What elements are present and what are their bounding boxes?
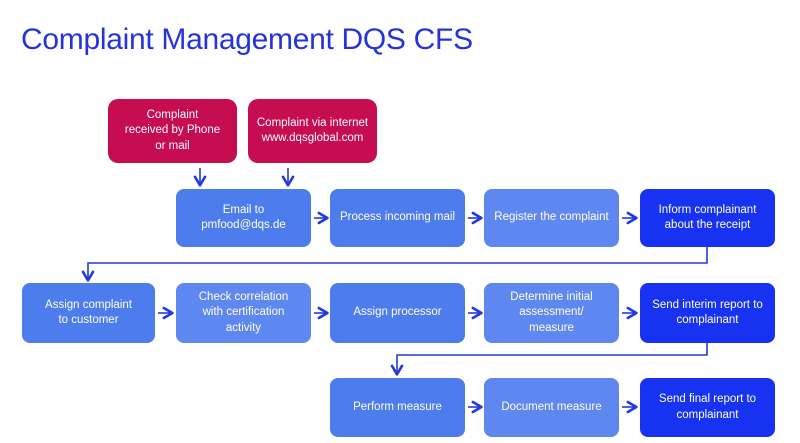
node-email: Email to pmfood@dqs.de xyxy=(176,189,311,247)
node-document-measure: Document measure xyxy=(484,378,619,437)
node-send-interim: Send interim report to complainant xyxy=(640,283,775,343)
node-assign-customer: Assign complaint to customer xyxy=(22,283,155,343)
node-perform-measure: Perform measure xyxy=(330,378,465,437)
node-complaint-phone: Complaint received by Phone or mail xyxy=(108,99,237,163)
node-inform: Inform complainant about the receipt xyxy=(640,189,775,247)
edge-inform-to-assign-customer xyxy=(81,247,708,282)
node-assign-processor: Assign processor xyxy=(330,283,465,343)
node-determine-initial: Determine initial assessment/ measure xyxy=(484,283,619,343)
node-send-final: Send final report to complainant xyxy=(640,378,775,437)
node-complaint-internet: Complaint via internet www.dqsglobal.com xyxy=(248,99,377,163)
node-check-correlation: Check correlation with certification act… xyxy=(176,283,311,343)
node-process-mail: Process incoming mail xyxy=(330,189,465,247)
page-title: Complaint Management DQS CFS xyxy=(21,23,473,56)
edge-send-interim-to-perform-measure xyxy=(390,343,708,376)
node-register: Register the complaint xyxy=(484,189,619,247)
